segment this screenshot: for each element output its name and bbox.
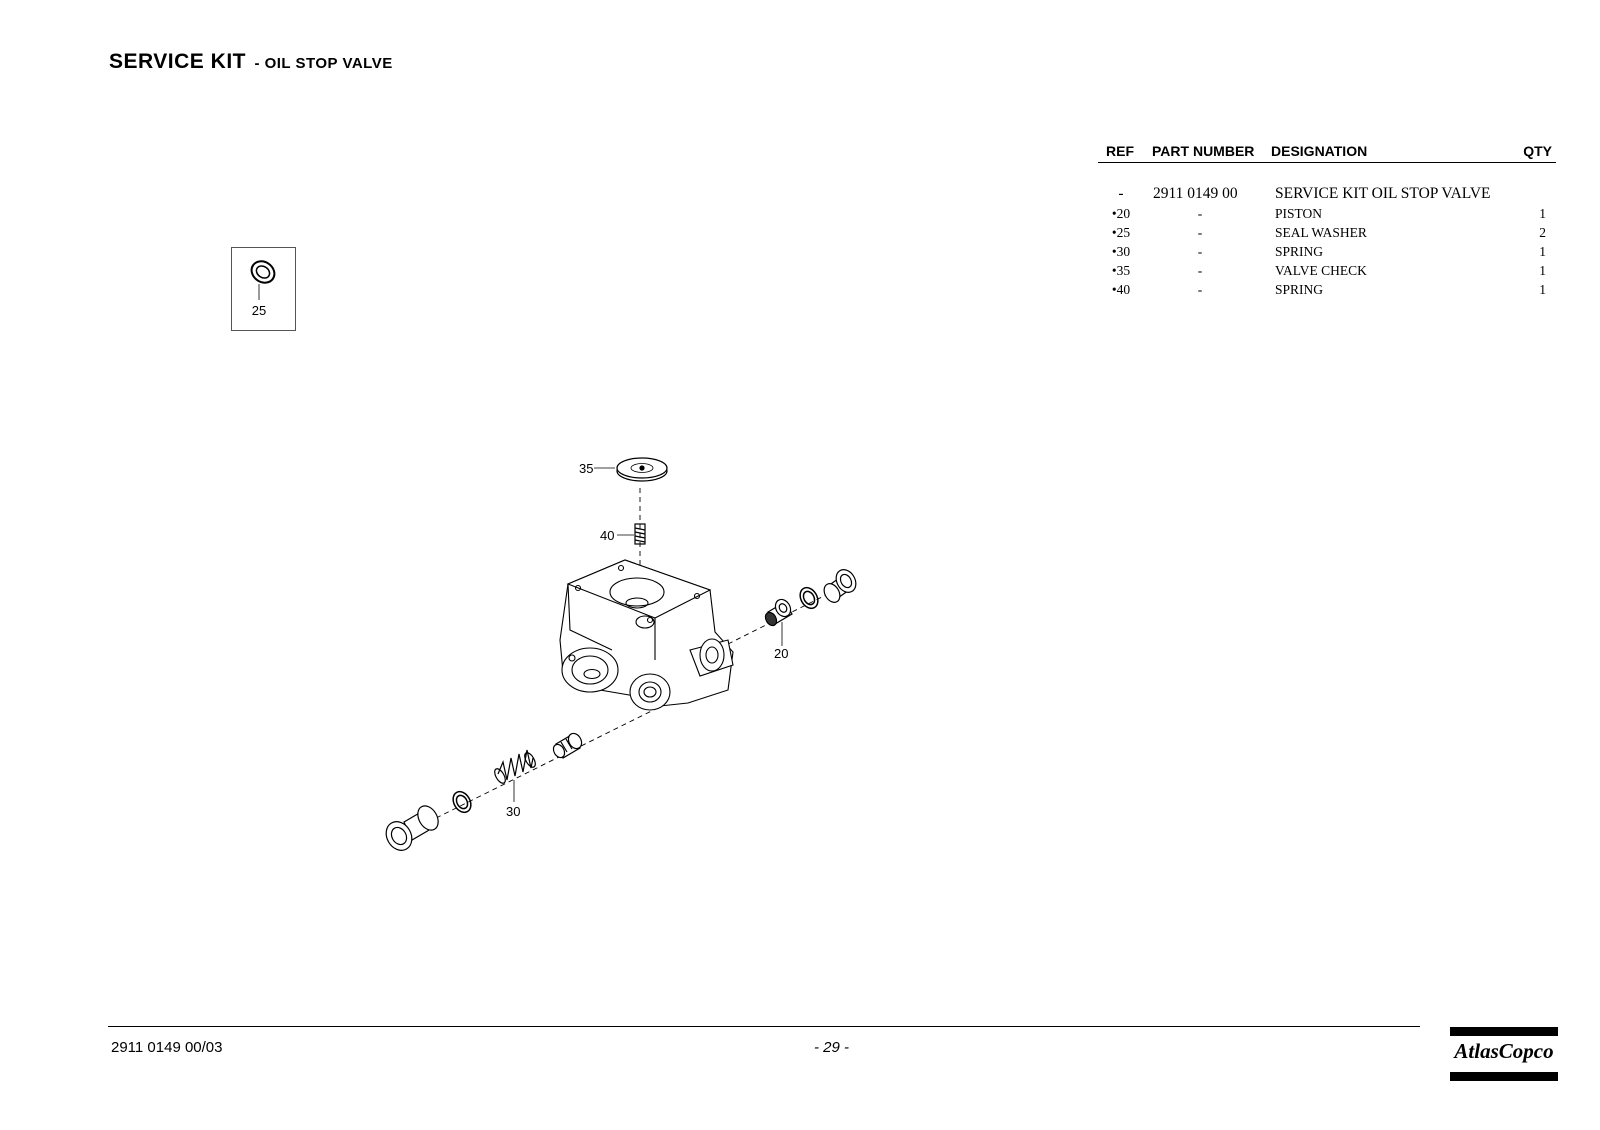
title-sub: - OIL STOP VALVE <box>254 55 393 72</box>
col-designation-header: DESIGNATION <box>1271 143 1368 159</box>
title-main: SERVICE KIT <box>109 50 246 73</box>
callout-35: 35 <box>579 461 593 476</box>
piston-20 <box>764 598 793 627</box>
cell-ref: •30 <box>1111 244 1131 259</box>
plug-left <box>385 805 439 851</box>
cell-ref: •25 <box>1111 225 1131 240</box>
cell-part-number: - <box>1197 225 1203 240</box>
seal-washer-right <box>799 586 819 610</box>
table-row-kit: - 2911 0149 00 SERVICE KIT OIL STOP VALV… <box>1098 184 1556 205</box>
table-row: •30 - SPRING 1 <box>1098 243 1556 262</box>
cell-ref: •35 <box>1111 263 1131 278</box>
parts-table-header: REF PART NUMBER DESIGNATION QTY <box>1098 140 1556 163</box>
cell-designation: PISTON <box>1275 206 1323 221</box>
cell-part-number: - <box>1197 244 1203 259</box>
cell-qty: 1 <box>1539 244 1546 259</box>
brand-wordmark: AtlasCopco <box>1452 1039 1553 1063</box>
cell-ref: •20 <box>1111 206 1131 221</box>
cell-qty: 1 <box>1539 206 1546 221</box>
cell-ref: - <box>1118 185 1124 202</box>
cell-part-number: 2911 0149 00 <box>1153 185 1238 202</box>
cell-designation: SEAL WASHER <box>1275 225 1367 240</box>
inset-label: 25 <box>252 303 266 318</box>
spring-40 <box>634 523 646 545</box>
parts-table: REF PART NUMBER DESIGNATION QTY - 2911 0… <box>1098 140 1556 300</box>
page-title: SERVICE KIT - OIL STOP VALVE <box>109 50 393 74</box>
cell-part-number: - <box>1197 263 1203 278</box>
table-row: •35 - VALVE CHECK 1 <box>1098 262 1556 281</box>
cell-qty: 1 <box>1539 282 1546 297</box>
cell-qty: 2 <box>1539 225 1546 240</box>
seal-washer-left <box>452 790 472 814</box>
col-qty-header: QTY <box>1523 143 1552 159</box>
cell-qty: 1 <box>1539 263 1546 278</box>
table-row: •20 - PISTON 1 <box>1098 205 1556 224</box>
cell-part-number: - <box>1197 282 1203 297</box>
cell-part-number: - <box>1197 206 1203 221</box>
atlas-copco-logo: AtlasCopco <box>1450 1027 1558 1081</box>
cell-designation: SPRING <box>1275 282 1324 297</box>
col-ref-header: REF <box>1106 143 1134 159</box>
seal-washer-icon: 25 <box>250 260 276 318</box>
spring-30 <box>494 749 536 784</box>
cell-ref: •40 <box>1111 282 1131 297</box>
seal-washer-inset: 25 <box>231 247 296 331</box>
plug-right <box>823 569 857 603</box>
table-row: •25 - SEAL WASHER 2 <box>1098 224 1556 243</box>
valve-check-35 <box>616 457 668 482</box>
col-part-number-header: PART NUMBER <box>1152 143 1255 159</box>
cell-designation: SERVICE KIT OIL STOP VALVE <box>1275 185 1491 202</box>
footer-divider <box>108 1026 1420 1027</box>
footer-page-number: - 29 - <box>814 1039 850 1056</box>
cell-designation: SPRING <box>1275 244 1324 259</box>
cell-designation: VALVE CHECK <box>1275 263 1367 278</box>
footer-doc-number: 2911 0149 00/03 <box>111 1039 223 1056</box>
callout-30: 30 <box>506 804 520 819</box>
valve-body <box>559 559 734 711</box>
table-row: •40 - SPRING 1 <box>1098 281 1556 300</box>
callout-40: 40 <box>600 528 614 543</box>
callout-20: 20 <box>774 646 788 661</box>
valve-insert <box>552 732 583 759</box>
